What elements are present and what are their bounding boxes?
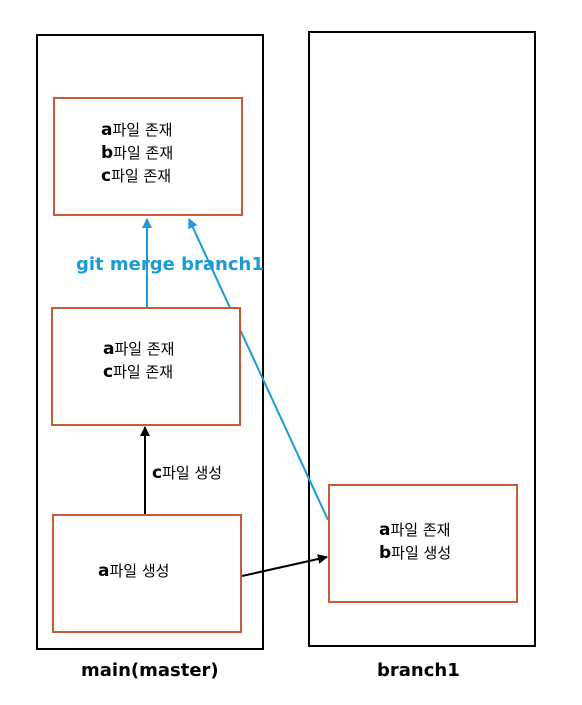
- file-line: a파일 존재: [101, 120, 173, 140]
- file-line: b파일 존재: [101, 143, 174, 163]
- merge-label: git merge branch1: [76, 254, 264, 275]
- file-line: a파일 존재: [379, 520, 451, 540]
- create-c-label: c파일 생성: [152, 463, 223, 483]
- commit-branch1: a파일 존재 b파일 생성: [328, 484, 518, 603]
- file-line: b파일 생성: [379, 543, 452, 563]
- file-line: c파일 존재: [103, 362, 174, 382]
- commit-main-initial: a파일 생성: [52, 514, 242, 633]
- merge-arrow-from-branch1: [188, 218, 329, 521]
- branch1-column-label: branch1: [377, 660, 460, 681]
- branch-arrow: [241, 554, 328, 577]
- main-column-label: main(master): [81, 660, 219, 681]
- commit-main-a-c: a파일 존재 c파일 존재: [51, 307, 241, 426]
- commit-main-merged: a파일 존재 b파일 존재 c파일 존재: [53, 97, 243, 216]
- file-line: a파일 생성: [98, 561, 170, 581]
- file-line: a파일 존재: [103, 339, 175, 359]
- file-line: c파일 존재: [101, 166, 172, 186]
